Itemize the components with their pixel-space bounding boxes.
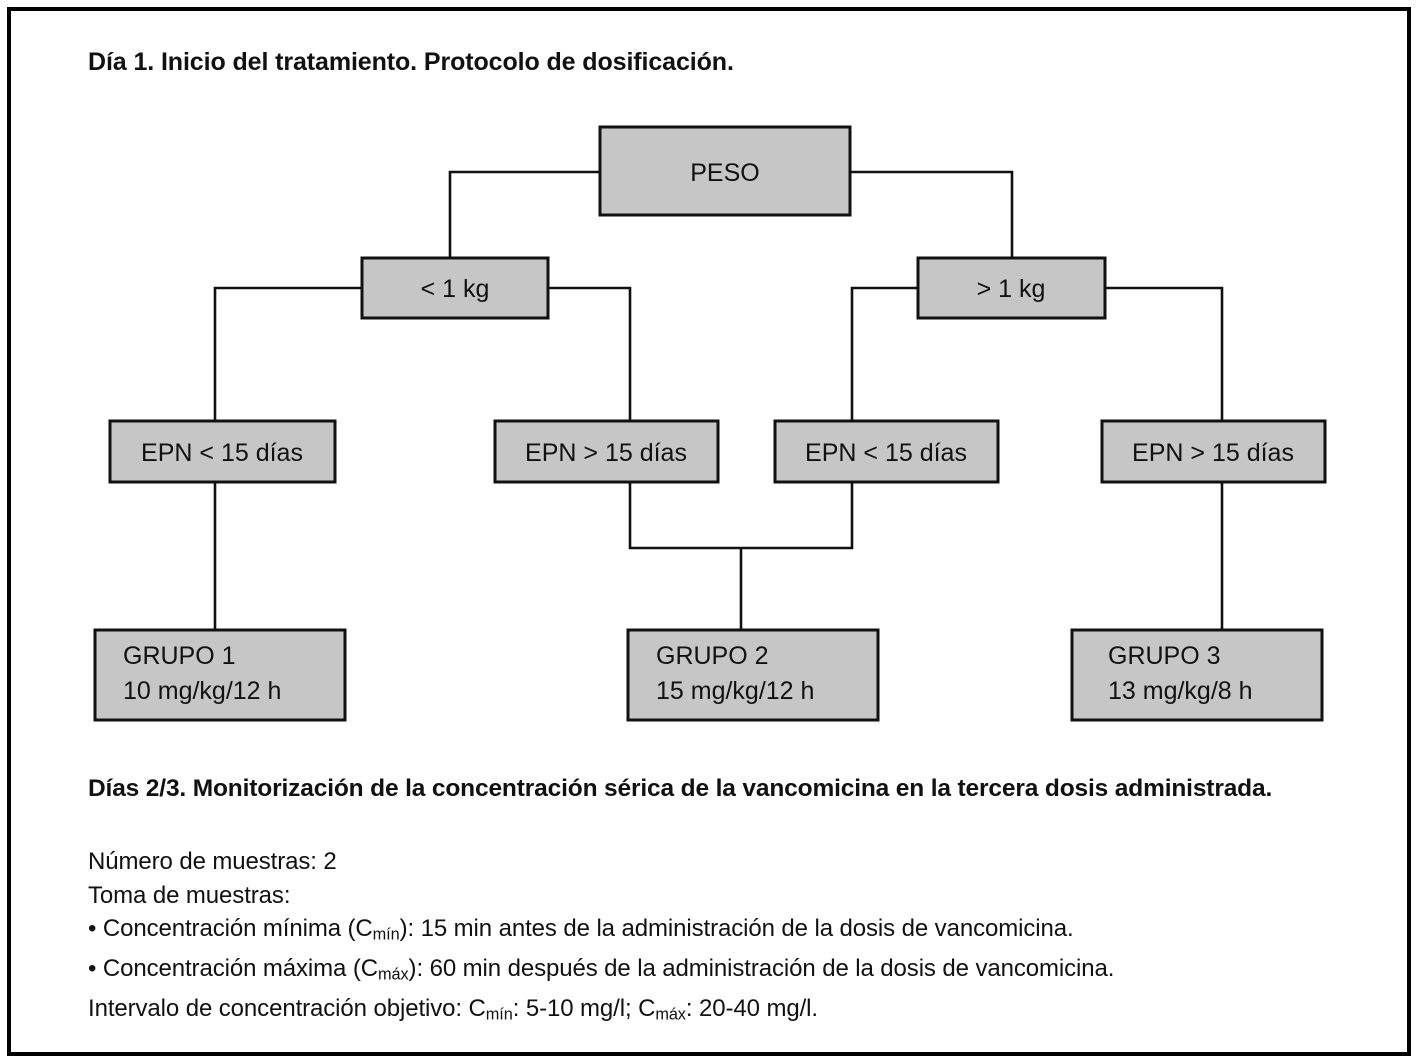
- node-epn-2-label: EPN > 15 días: [525, 439, 687, 467]
- edge-weight-low-to-epn2: [548, 286, 632, 422]
- note-samples-count: Número de muestras: 2: [88, 848, 337, 875]
- note-bullet-cmax-pre: • Concentración máxima (C: [88, 955, 379, 983]
- node-grupo-2-title: GRUPO 2: [656, 642, 769, 670]
- node-grupo-2-box: [626, 628, 880, 722]
- node-peso-box: [598, 125, 852, 217]
- node-weight-low[interactable]: < 1 kg: [360, 256, 550, 320]
- note-bullet-cmax: • Concentración máxima (Cmáx): 60 min de…: [88, 952, 1368, 992]
- note-target-post: : 20-40 mg/l.: [685, 995, 818, 1023]
- node-epn-1[interactable]: EPN < 15 días: [108, 419, 337, 484]
- node-weight-high-label: > 1 kg: [977, 275, 1046, 303]
- node-epn-4-box: [1100, 419, 1327, 484]
- node-grupo-1[interactable]: GRUPO 1 10 mg/kg/12 h: [93, 628, 347, 722]
- node-epn-2[interactable]: EPN > 15 días: [493, 419, 720, 484]
- edge-peso-to-weight-low: [448, 170, 600, 258]
- node-epn-2-box: [493, 419, 720, 484]
- node-epn-1-box: [108, 419, 337, 484]
- node-weight-low-label: < 1 kg: [421, 275, 490, 303]
- node-epn-1-label: EPN < 15 días: [141, 439, 303, 467]
- note-bullet-cmax-post: ): 60 min después de la administración d…: [408, 955, 1115, 983]
- node-grupo-3-box: [1070, 628, 1324, 722]
- edge-weight-high-to-epn4: [1105, 286, 1224, 422]
- node-weight-low-box: [360, 256, 550, 320]
- note-bullet-cmin-sub: mín: [372, 925, 400, 944]
- edge-epn2-epn3-merge: [628, 482, 854, 550]
- node-epn-3[interactable]: EPN < 15 días: [773, 419, 1000, 484]
- figure-title-days23: Días 2/3. Monitorización de la concentra…: [88, 775, 1273, 802]
- note-target-range: Intervalo de concentración objetivo: Cmí…: [88, 992, 1368, 1032]
- note-bullet-cmin-pre: • Concentración mínima (C: [88, 915, 373, 942]
- note-bullet-cmax-sub: máx: [378, 965, 409, 984]
- figure-title-day1: Día 1. Inicio del tratamiento. Protocolo…: [88, 48, 734, 76]
- note-target-sub-max: máx: [655, 1005, 686, 1024]
- note-sampling-label: Toma de muestras:: [88, 881, 291, 909]
- node-grupo-1-title: GRUPO 1: [123, 642, 236, 670]
- node-grupo-3-title: GRUPO 3: [1108, 642, 1221, 670]
- note-target-sub-min: mín: [485, 1005, 513, 1024]
- node-grupo-3-dose: 13 mg/kg/8 h: [1108, 677, 1253, 705]
- note-target-pre: Intervalo de concentración objetivo: C: [88, 995, 486, 1023]
- node-epn-4[interactable]: EPN > 15 días: [1100, 419, 1327, 484]
- notes-block: Número de muestras: 2 Toma de muestras: …: [88, 845, 1368, 1032]
- edge-peso-to-weight-high: [850, 170, 1014, 258]
- node-grupo-3[interactable]: GRUPO 3 13 mg/kg/8 h: [1070, 628, 1324, 722]
- node-weight-high[interactable]: > 1 kg: [916, 256, 1107, 320]
- node-grupo-1-box: [93, 628, 347, 722]
- note-target-mid: : 5-10 mg/l; C: [512, 995, 656, 1023]
- node-peso[interactable]: PESO: [598, 125, 852, 217]
- note-bullet-cmin-post: ): 15 min antes de la administración de …: [399, 915, 1074, 942]
- note-bullet-cmin: • Concentración mínima (Cmín): 15 min an…: [88, 912, 1368, 952]
- node-peso-label: PESO: [690, 159, 759, 187]
- node-epn-3-box: [773, 419, 1000, 484]
- edge-weight-high-to-epn3: [850, 286, 918, 422]
- node-epn-4-label: EPN > 15 días: [1132, 439, 1294, 467]
- node-grupo-2[interactable]: GRUPO 2 15 mg/kg/12 h: [626, 628, 880, 722]
- node-grupo-1-dose: 10 mg/kg/12 h: [123, 677, 281, 705]
- edge-weight-low-to-epn1: [213, 286, 362, 422]
- node-weight-high-box: [916, 256, 1107, 320]
- connector-group: [213, 170, 1224, 630]
- node-grupo-2-dose: 15 mg/kg/12 h: [656, 677, 814, 705]
- node-epn-3-label: EPN < 15 días: [805, 439, 967, 467]
